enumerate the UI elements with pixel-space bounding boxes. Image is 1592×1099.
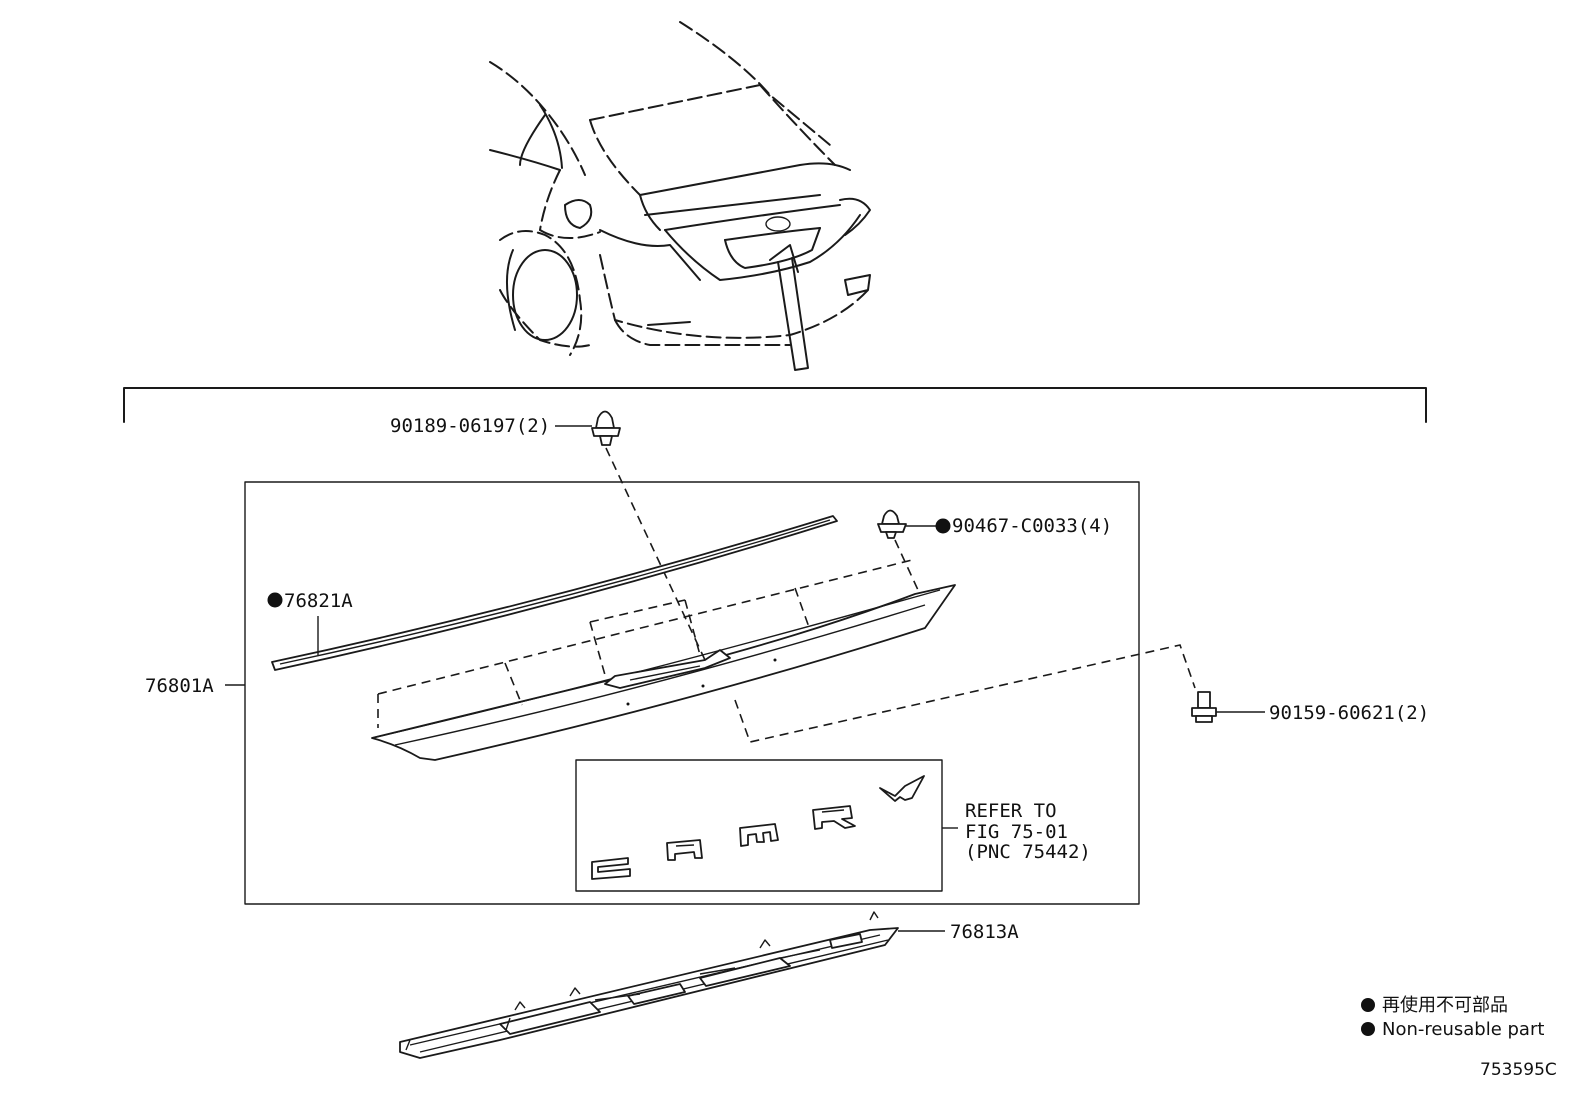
reference-line-2: FIG 75-01 [965, 821, 1068, 843]
camry-emblem [591, 775, 925, 880]
reference-line-3: (PNC 75442) [965, 841, 1091, 863]
part-label-clip-b: 90467-C0033(4) [952, 515, 1112, 537]
screw-icon [1191, 691, 1217, 723]
legend-english: Non-reusable part [1382, 1019, 1544, 1040]
assembly-box [244, 481, 1140, 905]
part-label-garnish-assy: 76801A [145, 675, 214, 697]
clip-icon [591, 410, 621, 446]
part-label-moulding: 76821A [284, 590, 353, 612]
non-reusable-dot [935, 518, 951, 534]
part-label-clip-a: 90189-06197(2) [390, 415, 550, 437]
emblem-box [575, 759, 943, 892]
lower-garnish-part [399, 911, 899, 1059]
legend-dot-icon [1361, 1022, 1375, 1036]
non-reusable-dot [267, 592, 283, 608]
reference-line-1: REFER TO [965, 800, 1057, 822]
car-rear-illustration [489, 21, 871, 371]
legend-dot-icon [1361, 998, 1375, 1012]
clip-b-icon [877, 509, 907, 539]
assembly-bracket [123, 387, 1427, 423]
figure-code: 753595C [1480, 1060, 1557, 1080]
part-label-screw: 90159-60621(2) [1269, 702, 1429, 724]
moulding-part [271, 515, 838, 671]
garnish-part [371, 584, 956, 761]
legend-japanese: 再使用不可部品 [1382, 995, 1508, 1016]
part-label-lower-garnish: 76813A [950, 921, 1019, 943]
